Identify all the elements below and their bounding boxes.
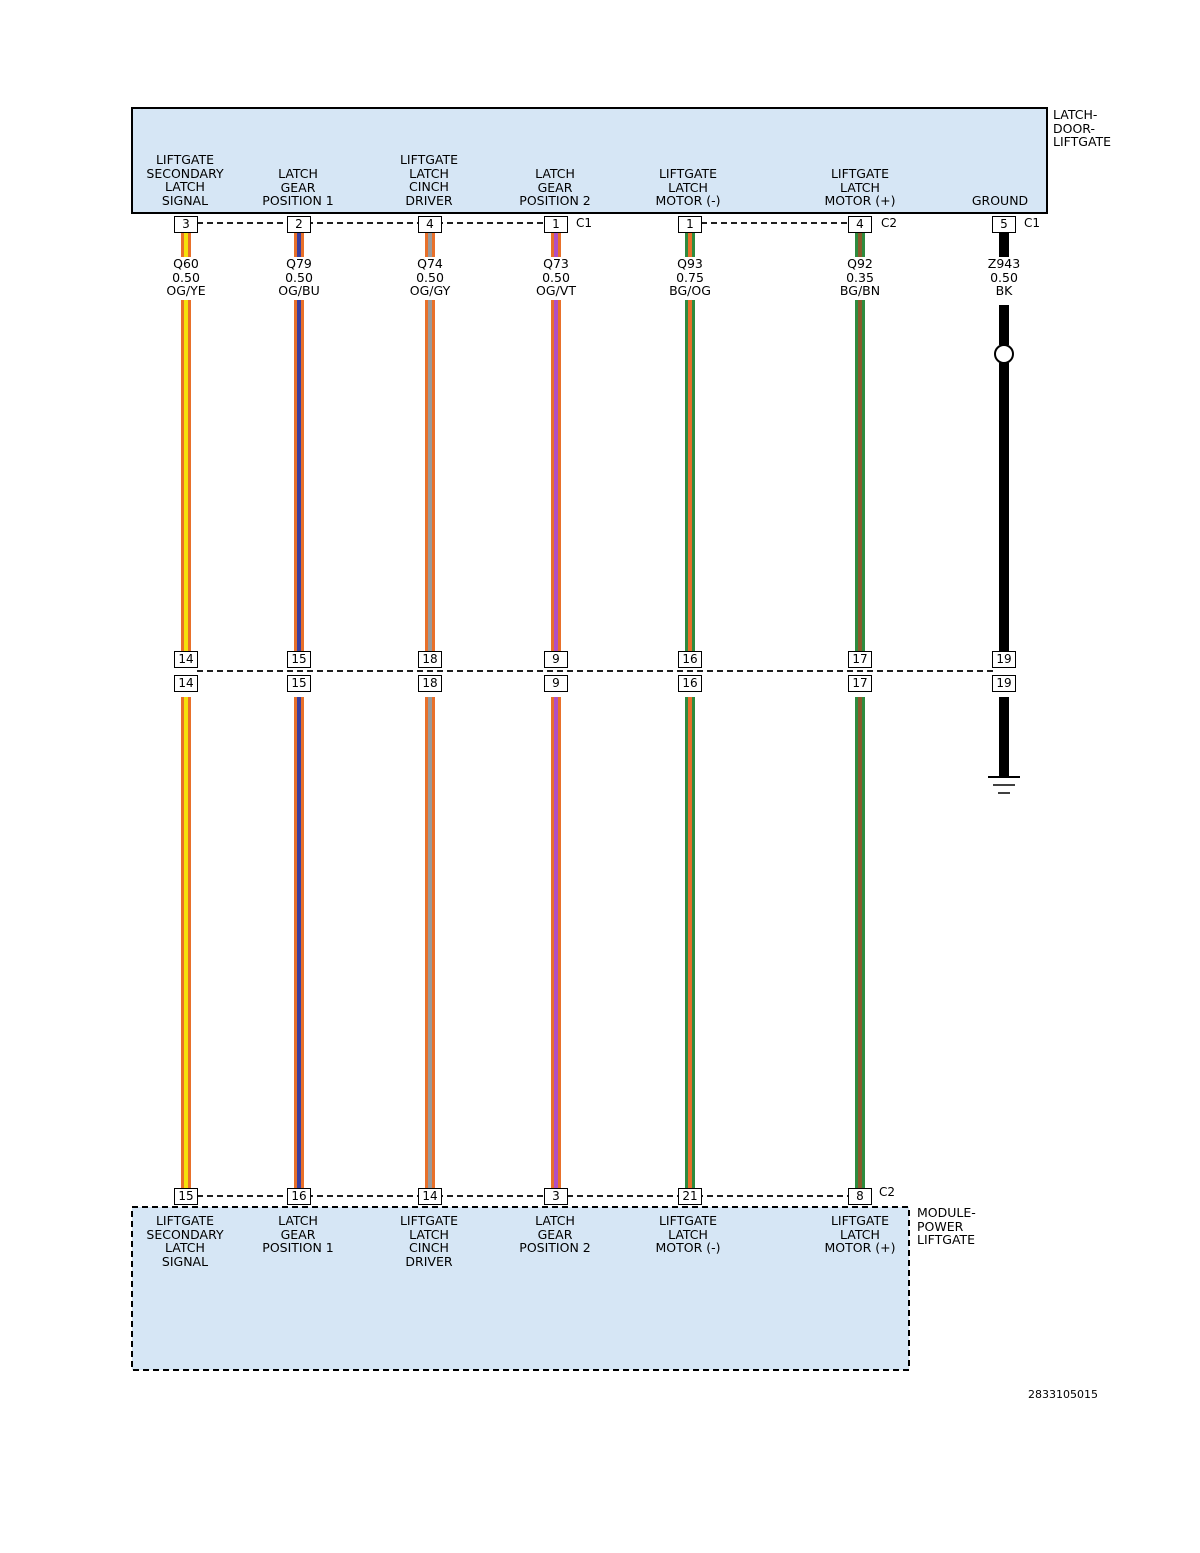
wire-segment bbox=[551, 233, 561, 257]
wire-segment bbox=[294, 233, 304, 257]
top-pin-number: 3 bbox=[174, 216, 198, 233]
wire-label: Z943 0.50 BK bbox=[985, 256, 1023, 298]
inline-pin-upper: 17 bbox=[848, 651, 872, 668]
ground-icon bbox=[988, 776, 1020, 794]
wire-segment bbox=[425, 300, 435, 651]
inline-pin-lower: 16 bbox=[678, 675, 702, 692]
top-pin-number: 5 bbox=[992, 216, 1016, 233]
top-pin-number: 4 bbox=[418, 216, 442, 233]
wire-segment bbox=[855, 233, 865, 257]
wire-segment bbox=[294, 300, 304, 651]
wire-segment bbox=[181, 300, 191, 651]
inline-pin-lower: 18 bbox=[418, 675, 442, 692]
inline-pin-lower: 14 bbox=[174, 675, 198, 692]
bottom-connector-name: C2 bbox=[879, 1185, 896, 1199]
wire-segment bbox=[551, 697, 561, 1188]
top-pin-number: 4 bbox=[848, 216, 872, 233]
top-pin-label: LIFTGATE LATCH CINCH DRIVER bbox=[399, 152, 459, 208]
top-pin-label: LIFTGATE SECONDARY LATCH SIGNAL bbox=[146, 152, 224, 208]
top-pin-number: 1 bbox=[544, 216, 568, 233]
bottom-pin-label: LIFTGATE LATCH MOTOR (+) bbox=[824, 1213, 896, 1255]
wire-label: Q93 0.75 BG/OG bbox=[667, 256, 713, 298]
wire-segment bbox=[294, 697, 304, 1188]
top-connector-name: C1 bbox=[576, 216, 593, 230]
top-pin-number: 1 bbox=[678, 216, 702, 233]
wire-segment bbox=[425, 697, 435, 1188]
inline-pin-upper: 9 bbox=[544, 651, 568, 668]
bottom-component-name: MODULE- POWER LIFTGATE bbox=[917, 1205, 976, 1247]
inline-pin-lower: 15 bbox=[287, 675, 311, 692]
inline-pin-upper: 16 bbox=[678, 651, 702, 668]
bottom-pin-label: LIFTGATE LATCH MOTOR (-) bbox=[655, 1213, 721, 1255]
bottom-pin-label: LIFTGATE LATCH CINCH DRIVER bbox=[399, 1213, 459, 1269]
bottom-pin-number: 15 bbox=[174, 1188, 198, 1205]
inline-pin-lower: 17 bbox=[848, 675, 872, 692]
inline-pin-upper: 19 bbox=[992, 651, 1016, 668]
top-pin-label: GROUND bbox=[971, 193, 1029, 208]
wire-segment bbox=[685, 697, 695, 1188]
wire-segment bbox=[181, 233, 191, 257]
bottom-pin-number: 16 bbox=[287, 1188, 311, 1205]
wires-layer bbox=[181, 233, 1009, 1188]
bottom-pin-number: 14 bbox=[418, 1188, 442, 1205]
bottom-pin-label: LATCH GEAR POSITION 1 bbox=[262, 1213, 334, 1255]
bottom-pin-number: 3 bbox=[544, 1188, 568, 1205]
bottom-pin-label: LIFTGATE SECONDARY LATCH SIGNAL bbox=[146, 1213, 224, 1269]
inline-pin-upper: 18 bbox=[418, 651, 442, 668]
bottom-pin-label: LATCH GEAR POSITION 2 bbox=[519, 1213, 591, 1255]
wire-label: Q73 0.50 OG/VT bbox=[534, 256, 578, 298]
wire-label: Q60 0.50 OG/YE bbox=[164, 256, 208, 298]
wire-segment bbox=[685, 233, 695, 257]
wire-segment bbox=[425, 233, 435, 257]
top-pin-label: LIFTGATE LATCH MOTOR (-) bbox=[655, 166, 721, 208]
figure-id: 2833105015 bbox=[1028, 1388, 1098, 1401]
inline-pin-lower: 19 bbox=[992, 675, 1016, 692]
inline-pin-upper: 15 bbox=[287, 651, 311, 668]
wire-segment bbox=[999, 305, 1009, 345]
bottom-pin-number: 8 bbox=[848, 1188, 872, 1205]
wire-label: Q74 0.50 OG/GY bbox=[407, 256, 453, 298]
top-connector-name: C1 bbox=[1024, 216, 1041, 230]
top-pin-label: LIFTGATE LATCH MOTOR (+) bbox=[824, 166, 896, 208]
wire-segment bbox=[685, 300, 695, 651]
wire-label: Q92 0.35 BG/BN bbox=[837, 256, 883, 298]
splice-icon bbox=[994, 344, 1014, 364]
top-pin-label: LATCH GEAR POSITION 1 bbox=[262, 166, 334, 208]
wire-label: Q79 0.50 OG/BU bbox=[276, 256, 322, 298]
top-pin-number: 2 bbox=[287, 216, 311, 233]
wire-segment bbox=[181, 697, 191, 1188]
wire-segment bbox=[551, 300, 561, 651]
wire-segment bbox=[999, 697, 1009, 777]
inline-pin-upper: 14 bbox=[174, 651, 198, 668]
top-component-name: LATCH- DOOR- LIFTGATE bbox=[1053, 107, 1112, 149]
top-pin-label: LATCH GEAR POSITION 2 bbox=[519, 166, 591, 208]
wire-segment bbox=[999, 233, 1009, 257]
inline-pin-lower: 9 bbox=[544, 675, 568, 692]
top-component-box bbox=[131, 107, 1048, 214]
top-connector-name: C2 bbox=[881, 216, 898, 230]
wire-segment bbox=[855, 697, 865, 1188]
wire-segment bbox=[999, 363, 1009, 651]
bottom-component-box bbox=[131, 1206, 910, 1371]
wire-segment bbox=[855, 300, 865, 651]
bottom-pin-number: 21 bbox=[678, 1188, 702, 1205]
